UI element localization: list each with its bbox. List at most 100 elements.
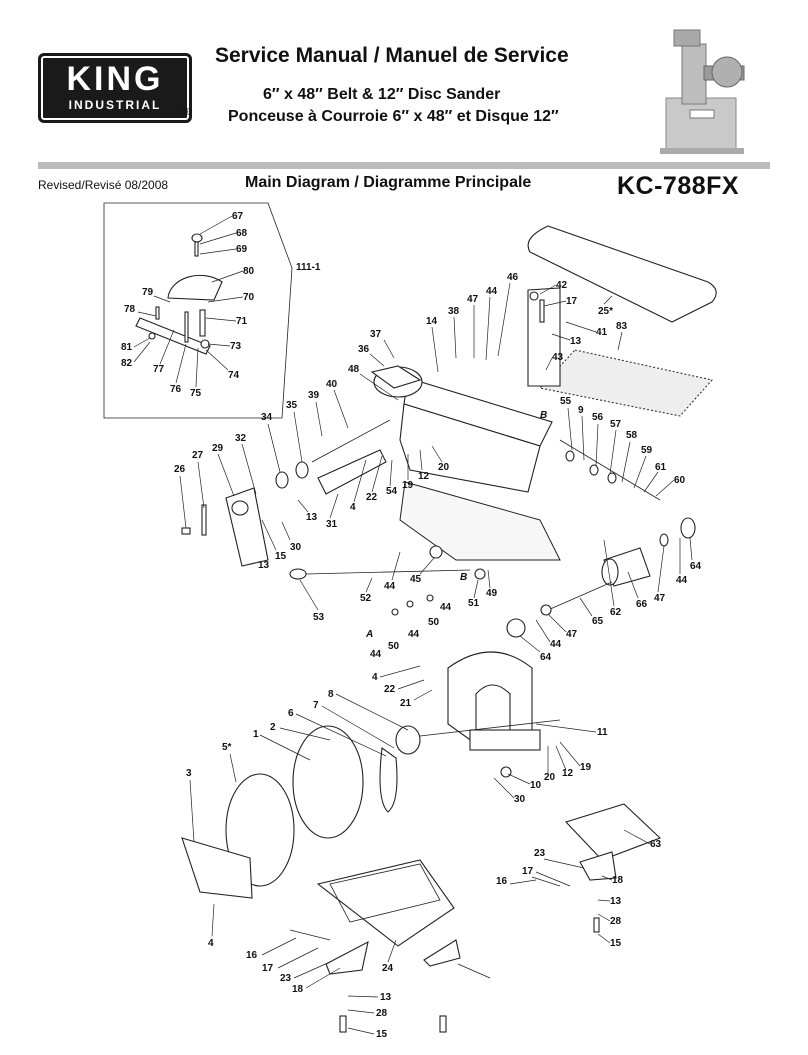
belt-table (564, 803, 662, 861)
svg-text:18: 18 (292, 984, 304, 995)
svg-text:6: 6 (288, 708, 294, 719)
svg-text:69: 69 (236, 244, 248, 255)
svg-text:16: 16 (246, 950, 258, 961)
svg-text:32: 32 (235, 433, 247, 444)
svg-text:37: 37 (370, 329, 382, 340)
svg-text:79: 79 (142, 287, 154, 298)
svg-text:5*: 5* (222, 742, 232, 753)
product-subtitle-en: 6″ x 48″ Belt & 12″ Disc Sander (263, 86, 501, 103)
svg-text:41: 41 (596, 327, 608, 338)
product-photo (660, 29, 745, 154)
svg-text:17: 17 (262, 963, 274, 974)
registered-mark: ® (183, 107, 191, 118)
svg-text:B: B (540, 410, 547, 421)
svg-text:46: 46 (507, 272, 519, 283)
svg-text:19: 19 (580, 762, 592, 773)
revision-date: Revised/Revisé 08/2008 (38, 178, 169, 192)
svg-text:17: 17 (566, 296, 578, 307)
svg-text:14: 14 (426, 316, 438, 327)
logo-sub-text: INDUSTRIAL (68, 98, 162, 112)
svg-text:64: 64 (540, 652, 552, 663)
sanding-disc (292, 725, 364, 839)
svg-text:1: 1 (253, 729, 259, 740)
svg-text:31: 31 (326, 519, 338, 530)
svg-text:4: 4 (350, 502, 356, 513)
disc-hub (395, 725, 421, 755)
disc-assembly (181, 651, 561, 899)
svg-text:53: 53 (313, 612, 325, 623)
svg-text:23: 23 (280, 973, 292, 984)
svg-text:21: 21 (400, 698, 412, 709)
svg-text:44: 44 (486, 286, 498, 297)
svg-text:18: 18 (612, 875, 624, 886)
svg-text:44: 44 (440, 602, 452, 613)
section-title: Main Diagram / Diagramme Principale (245, 174, 532, 191)
svg-text:83: 83 (616, 321, 628, 332)
svg-text:9: 9 (578, 405, 584, 416)
page-title: Service Manual / Manuel de Service (215, 44, 569, 67)
svg-text:71: 71 (236, 316, 248, 327)
svg-text:34: 34 (261, 412, 273, 423)
svg-text:30: 30 (514, 794, 526, 805)
svg-text:26: 26 (174, 464, 186, 475)
inset-frame (103, 202, 293, 419)
svg-text:57: 57 (610, 419, 622, 430)
svg-text:60: 60 (674, 475, 686, 486)
svg-text:20: 20 (544, 772, 556, 783)
svg-text:59: 59 (641, 445, 653, 456)
svg-text:30: 30 (290, 542, 302, 553)
svg-text:70: 70 (243, 292, 255, 303)
svg-text:23: 23 (534, 848, 546, 859)
svg-text:15: 15 (275, 551, 287, 562)
king-industrial-logo: KING INDUSTRIAL (38, 53, 192, 123)
svg-text:44: 44 (676, 575, 688, 586)
svg-text:44: 44 (408, 629, 420, 640)
svg-text:58: 58 (626, 430, 638, 441)
model-number: KC-788FX (617, 172, 740, 200)
svg-text:65: 65 (592, 616, 604, 627)
svg-text:13: 13 (306, 512, 318, 523)
svg-text:45: 45 (410, 574, 422, 585)
svg-text:13: 13 (380, 992, 392, 1003)
svg-text:13: 13 (570, 336, 582, 347)
svg-text:17: 17 (522, 866, 534, 877)
svg-text:15: 15 (610, 938, 622, 949)
svg-text:16: 16 (496, 876, 508, 887)
svg-text:8: 8 (328, 689, 334, 700)
product-subtitle-fr: Ponceuse à Courroie 6″ x 48″ et Disque 1… (228, 108, 559, 125)
svg-text:64: 64 (690, 561, 702, 572)
svg-text:A: A (365, 629, 373, 640)
svg-text:27: 27 (192, 450, 204, 461)
svg-text:55: 55 (560, 396, 572, 407)
belt-assembly (181, 225, 717, 638)
svg-text:22: 22 (384, 684, 396, 695)
svg-text:48: 48 (348, 364, 360, 375)
drive-belt (379, 747, 398, 813)
svg-text:68: 68 (236, 228, 248, 239)
svg-text:50: 50 (388, 641, 400, 652)
svg-text:78: 78 (124, 304, 136, 315)
svg-text:13: 13 (610, 896, 622, 907)
svg-text:B: B (460, 572, 467, 583)
disc-table (316, 859, 455, 947)
logo-brand-text: KING (66, 60, 164, 98)
svg-text:82: 82 (121, 358, 133, 369)
svg-text:74: 74 (228, 370, 240, 381)
svg-text:44: 44 (384, 581, 396, 592)
svg-text:13: 13 (258, 560, 270, 571)
svg-text:81: 81 (121, 342, 133, 353)
belt-cover (399, 481, 561, 561)
svg-text:2: 2 (270, 722, 276, 733)
svg-text:54: 54 (386, 486, 398, 497)
svg-text:80: 80 (243, 266, 255, 277)
svg-text:40: 40 (326, 379, 338, 390)
svg-text:20: 20 (438, 462, 450, 473)
svg-text:38: 38 (448, 306, 460, 317)
svg-text:52: 52 (360, 593, 372, 604)
svg-text:29: 29 (212, 443, 224, 454)
svg-text:44: 44 (370, 649, 382, 660)
svg-text:12: 12 (562, 768, 574, 779)
svg-text:63: 63 (650, 839, 662, 850)
svg-text:24: 24 (382, 963, 394, 974)
